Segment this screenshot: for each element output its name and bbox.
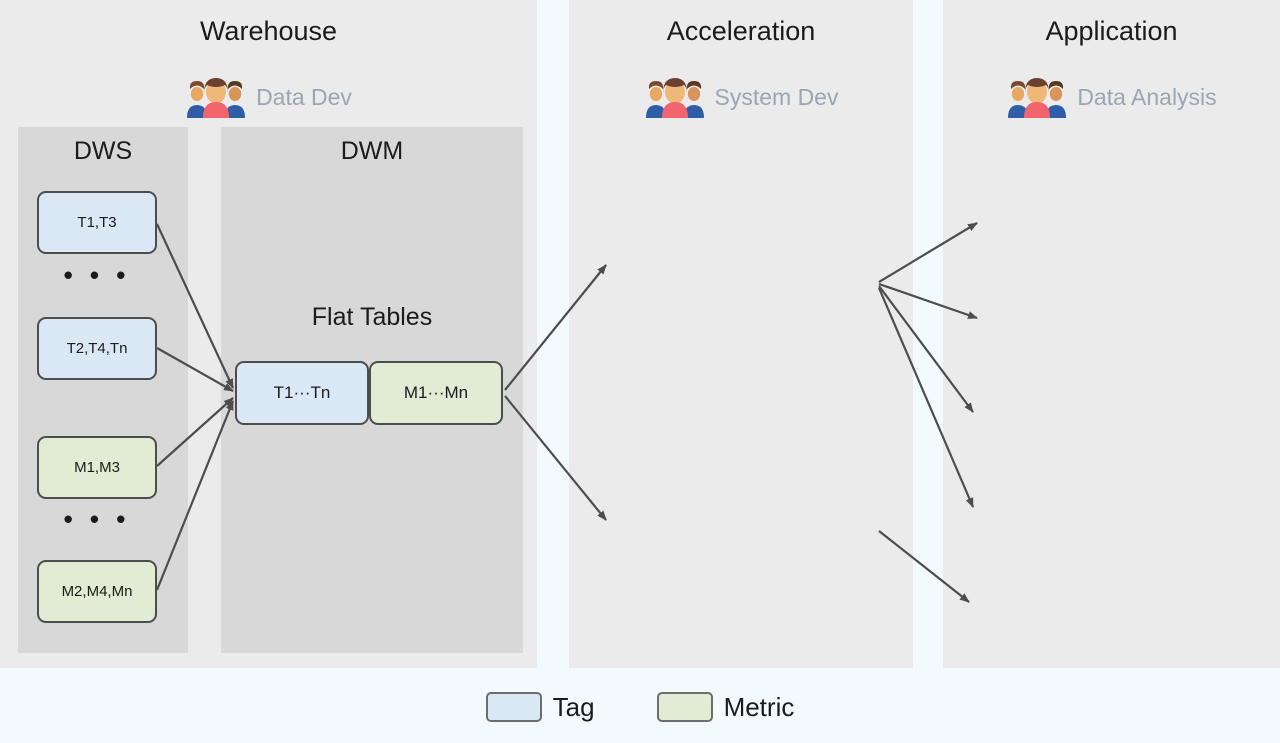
column-title-acceleration: Acceleration xyxy=(666,16,816,46)
legend-item-tag: Tag xyxy=(485,692,595,722)
column-title-warehouse: Warehouse xyxy=(199,16,338,46)
role-label-application: Data Analysis xyxy=(1077,83,1217,110)
subpanel-title-dwm: DWM xyxy=(340,137,404,165)
node-dws-3[interactable]: M1,M3 xyxy=(37,436,157,499)
role-label-warehouse: Data Dev xyxy=(256,83,352,110)
node-flat-tables-metric[interactable]: M1···Mn xyxy=(369,361,503,425)
group-title-flat-tables: Flat Tables xyxy=(311,303,433,331)
people-icon xyxy=(644,76,706,118)
legend-item-metric: Metric xyxy=(656,692,795,722)
column-application: Application Data Analysis DataSet xyxy=(943,0,1280,668)
role-row-application: Data Analysis xyxy=(943,76,1280,118)
column-warehouse: Warehouse Data Dev DWS T1,T xyxy=(0,0,537,668)
tag-swatch xyxy=(485,692,542,722)
people-icon xyxy=(185,76,247,118)
ellipsis-dws-1: • • • xyxy=(63,260,131,290)
subpanel-title-dws: DWS xyxy=(73,137,133,165)
role-row-acceleration: System Dev xyxy=(569,76,913,118)
legend-label-metric: Metric xyxy=(723,692,795,722)
column-acceleration: Acceleration System Dev Clickhouse xyxy=(569,0,1280,668)
role-label-acceleration: System Dev xyxy=(714,83,839,110)
role-row-warehouse: Data Dev xyxy=(0,76,537,118)
legend-label-tag: Tag xyxy=(552,692,595,722)
people-icon xyxy=(1006,76,1068,118)
ellipsis-dws-2: • • • xyxy=(63,504,131,534)
node-dws-2[interactable]: T2,T4,Tn xyxy=(37,317,157,380)
node-dws-1[interactable]: T1,T3 xyxy=(37,191,157,254)
legend: Tag Metric xyxy=(0,683,1280,731)
column-title-application: Application xyxy=(1045,16,1178,46)
node-dws-4[interactable]: M2,M4,Mn xyxy=(37,560,157,623)
node-flat-tables-tag[interactable]: T1···Tn xyxy=(235,361,369,425)
metric-swatch xyxy=(656,692,713,722)
